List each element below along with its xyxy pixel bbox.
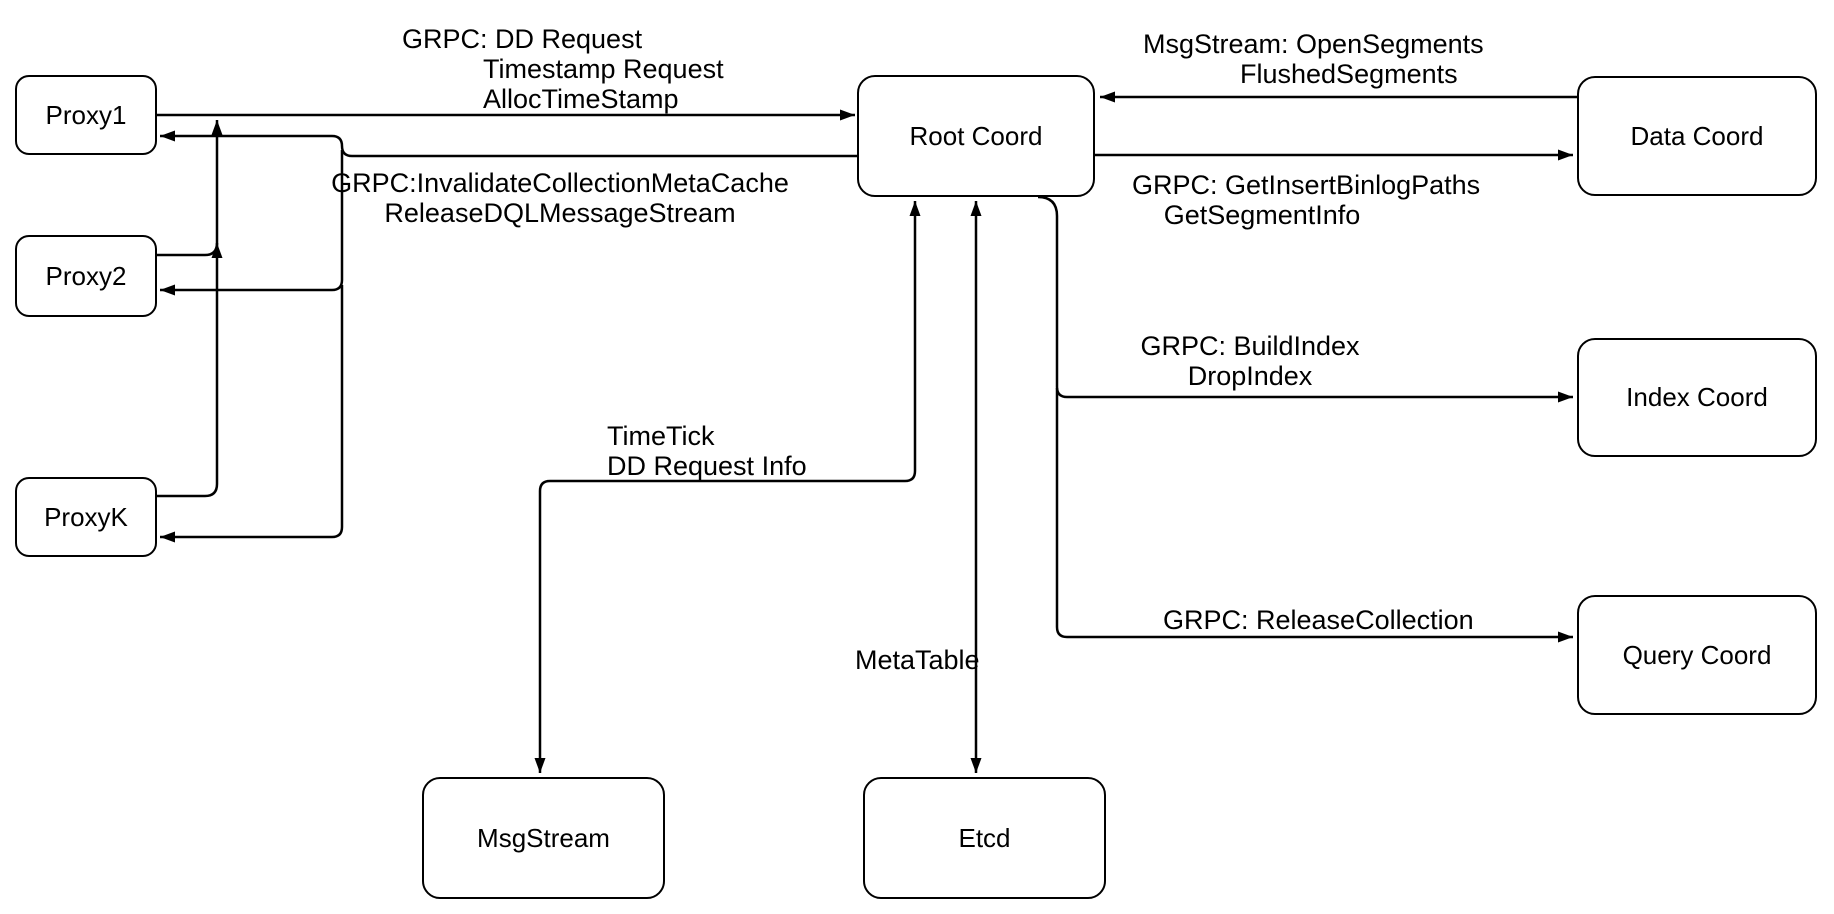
node-root-coord: Root Coord xyxy=(857,75,1095,197)
edge-label-line: GetSegmentInfo xyxy=(1163,200,1361,230)
edge-label-line: Timestamp Request xyxy=(483,54,724,84)
node-data-coord: Data Coord xyxy=(1577,76,1817,196)
node-query-coord-label: Query Coord xyxy=(1622,639,1772,670)
edge-label-line: GRPC: GetInsertBinlogPaths xyxy=(1132,170,1481,200)
edge-root-coord-to-proxy2 xyxy=(160,150,344,296)
edge-label-root-to-query: GRPC: ReleaseCollection xyxy=(1163,605,1474,635)
node-data-coord-label: Data Coord xyxy=(1630,120,1764,151)
edge-root-coord-to-proxy1 xyxy=(160,130,857,158)
edge-label-data-to-root: MsgStream: OpenSegments FlushedSegments xyxy=(1143,29,1484,89)
node-msgstream: MsgStream xyxy=(422,777,665,899)
node-etcd: Etcd xyxy=(863,777,1106,899)
edge-label-line: GRPC:InvalidateCollectionMetaCache xyxy=(331,168,789,198)
edge-label-proxy-to-root: GRPC: DD Request Timestamp Request Alloc… xyxy=(402,24,724,114)
edge-label-line: DD Request Info xyxy=(607,451,807,481)
node-proxy1: Proxy1 xyxy=(15,75,157,155)
node-proxy1-label: Proxy1 xyxy=(45,99,127,130)
edge-proxy2-merge-to-trunk xyxy=(155,242,223,259)
node-query-coord: Query Coord xyxy=(1577,595,1817,715)
edge-label-line: MsgStream: OpenSegments xyxy=(1143,29,1484,59)
node-proxyk: ProxyK xyxy=(15,477,157,557)
edge-proxyk-merge-to-root-line xyxy=(155,120,223,498)
edge-label-line: TimeTick xyxy=(607,421,715,451)
edge-label-line: ReleaseDQLMessageStream xyxy=(384,198,736,228)
edge-root-coord-to-index-coord xyxy=(1037,195,1573,403)
edge-label-line: GRPC: ReleaseCollection xyxy=(1163,605,1474,635)
edge-label-root-to-index: GRPC: BuildIndex DropIndex xyxy=(1130,331,1370,391)
node-proxy2-label: Proxy2 xyxy=(45,260,127,291)
edge-root-coord-to-proxyk xyxy=(160,285,344,543)
node-proxyk-label: ProxyK xyxy=(44,501,128,532)
edge-label-root-to-proxies: GRPC:InvalidateCollectionMetaCache Relea… xyxy=(330,168,790,228)
edge-label-line: FlushedSegments xyxy=(1240,59,1458,89)
edge-label-line: GRPC: DD Request xyxy=(402,24,643,54)
node-msgstream-label: MsgStream xyxy=(477,822,610,853)
edge-label-line: DropIndex xyxy=(1187,361,1313,391)
node-root-coord-label: Root Coord xyxy=(909,120,1043,151)
node-proxy2: Proxy2 xyxy=(15,235,157,317)
edge-root-coord-to-query-coord xyxy=(1055,388,1573,643)
edge-label-root-to-msgstream: TimeTick DD Request Info xyxy=(607,421,807,481)
edge-label-root-to-data: GRPC: GetInsertBinlogPaths GetSegmentInf… xyxy=(1132,170,1481,230)
edge-label-line: GRPC: BuildIndex xyxy=(1140,331,1360,361)
edge-label-line: MetaTable xyxy=(855,645,980,675)
edge-label-root-to-etcd: MetaTable xyxy=(855,645,980,675)
edge-label-line: AllocTimeStamp xyxy=(483,84,679,114)
node-etcd-label: Etcd xyxy=(958,822,1011,853)
edge-root-coord-msgstream xyxy=(534,201,921,773)
node-index-coord: Index Coord xyxy=(1577,338,1817,457)
node-index-coord-label: Index Coord xyxy=(1626,382,1768,412)
